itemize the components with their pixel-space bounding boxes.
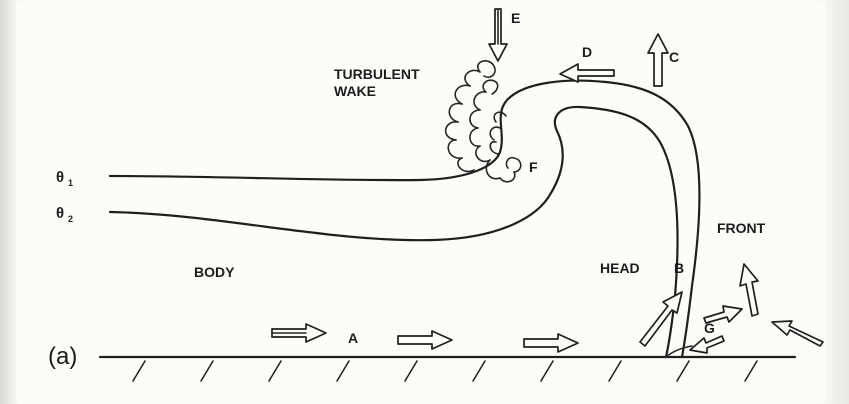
arrow-C [647, 33, 669, 87]
label-E: E [511, 10, 520, 26]
arrow-G-upper [703, 305, 743, 324]
label-theta2-sub: 2 [68, 214, 73, 224]
isentrope-theta1 [108, 79, 701, 359]
label-head: HEAD [600, 260, 640, 276]
label-F: F [529, 159, 538, 175]
label-G: G [704, 320, 715, 336]
arrow-A-3 [523, 333, 579, 353]
label-wake: WAKE [334, 83, 376, 99]
label-theta1: θ [56, 169, 64, 186]
label-turbulent: TURBULENT [334, 66, 420, 82]
diagram-labels: E D C TURBULENT WAKE F FRONT HEAD B BODY… [48, 10, 766, 370]
ground [98, 355, 797, 382]
arrow-into-head [639, 291, 683, 347]
label-B: B [674, 260, 684, 276]
label-body: BODY [194, 264, 235, 280]
arrow-A-2 [397, 330, 453, 350]
label-A: A [348, 330, 358, 346]
arrow-D [559, 63, 615, 83]
turbulent-wake-billows [444, 60, 522, 183]
panel-label: (a) [48, 343, 77, 370]
label-C: C [669, 49, 679, 65]
front-inner-curve [665, 345, 693, 358]
arrow-front-up [739, 263, 759, 317]
isentrope-theta2 [108, 105, 679, 359]
ground-hatching [132, 360, 758, 382]
label-D: D [582, 44, 592, 60]
flow-arrows [271, 8, 824, 354]
arrow-G-lower [689, 335, 725, 354]
label-front: FRONT [717, 220, 766, 236]
label-theta2: θ [56, 205, 64, 222]
arrow-inflow-right [771, 320, 824, 347]
label-theta1-sub: 1 [68, 178, 73, 188]
